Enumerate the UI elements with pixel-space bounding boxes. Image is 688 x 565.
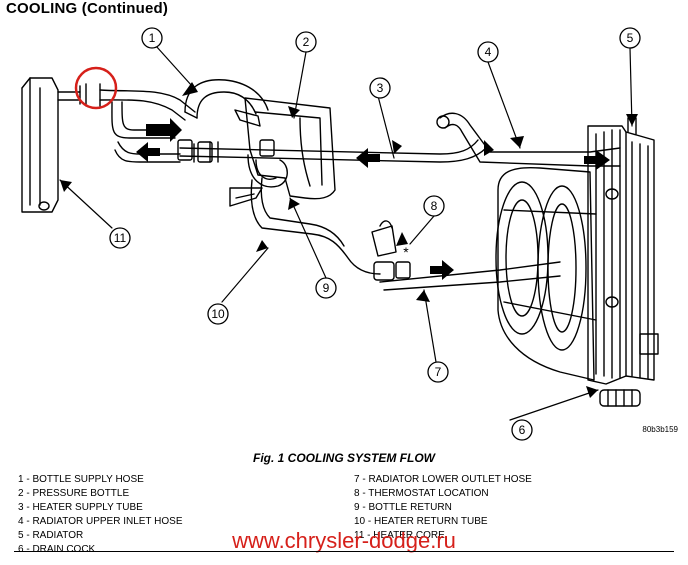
legend-item: 11 - HEATER CORE <box>354 530 445 541</box>
callout-label-8: 8 <box>431 199 438 213</box>
figure-title: Fig. 1 COOLING SYSTEM FLOW <box>253 451 435 465</box>
cooling-system-diagram: 1 2 3 4 5 6 7 8 9 10 11 * <box>21 27 659 441</box>
heater-core <box>21 77 59 213</box>
legend-item: 8 - THERMOSTAT LOCATION <box>354 488 489 499</box>
callout-4 <box>477 41 499 63</box>
callouts <box>109 27 641 441</box>
callout-label-9: 9 <box>323 281 330 295</box>
callout-label-10: 10 <box>211 307 225 321</box>
radiator-lower-outlet-hose <box>379 261 561 291</box>
legend-right: 7 - RADIATOR LOWER OUTLET HOSE 8 - THERM… <box>354 473 532 543</box>
fan-shroud <box>495 166 597 381</box>
callout-label-5: 5 <box>627 31 634 45</box>
legend-item: 9 - BOTTLE RETURN <box>354 502 452 513</box>
callout-3 <box>369 77 391 99</box>
heater-supply-tube <box>179 139 487 163</box>
legend-item: 5 - RADIATOR <box>18 530 84 541</box>
callout-11 <box>109 227 131 249</box>
pressure-bottle <box>234 97 336 200</box>
watermark: www.chrysler-dodge.ru <box>232 528 456 553</box>
legend-item: 1 - BOTTLE SUPPLY HOSE <box>18 474 144 485</box>
callout-7 <box>427 361 449 383</box>
thermostat-asterisk: * <box>403 244 409 260</box>
callout-label-4: 4 <box>485 45 492 59</box>
callout-label-3: 3 <box>377 81 384 95</box>
callout-9 <box>315 277 337 299</box>
callout-1 <box>141 27 163 49</box>
figure-code: 80b3b159 <box>642 425 678 434</box>
callout-label-1: 1 <box>149 31 156 45</box>
thermostat-housing <box>371 220 411 281</box>
bottle-supply-hose <box>57 83 196 121</box>
callout-label-2: 2 <box>303 35 310 49</box>
highlight-circle <box>74 66 118 110</box>
bottle-hose-curve <box>184 79 269 119</box>
legend-item: 7 - RADIATOR LOWER OUTLET HOSE <box>354 474 532 485</box>
drain-cock <box>599 389 641 407</box>
flow-arrows <box>60 82 638 398</box>
legend-item: 10 - HEATER RETURN TUBE <box>354 516 488 527</box>
legend-item: 3 - HEATER SUPPLY TUBE <box>18 502 143 513</box>
callout-8 <box>423 195 445 217</box>
mounting-bracket <box>229 187 263 207</box>
legend-left: 1 - BOTTLE SUPPLY HOSE 2 - PRESSURE BOTT… <box>18 473 182 557</box>
callout-10 <box>207 303 229 325</box>
leader-lines <box>59 45 633 421</box>
hose-clamps <box>177 139 275 163</box>
legend-item: 4 - RADIATOR UPPER INLET HOSE <box>18 516 183 527</box>
legend-item: 6 - DRAIN COCK <box>18 544 96 555</box>
heater-return-tube <box>250 177 381 275</box>
callout-label-11: 11 <box>114 231 127 245</box>
callout-label-6: 6 <box>519 423 526 437</box>
callout-2 <box>295 31 317 53</box>
bottom-divider <box>14 551 674 552</box>
legend-item: 2 - PRESSURE BOTTLE <box>18 488 130 499</box>
callout-label-7: 7 <box>435 365 442 379</box>
section-header: COOLING (Continued) <box>6 0 169 17</box>
callout-5 <box>619 27 641 49</box>
callout-6 <box>511 419 533 441</box>
radiator <box>587 117 659 385</box>
